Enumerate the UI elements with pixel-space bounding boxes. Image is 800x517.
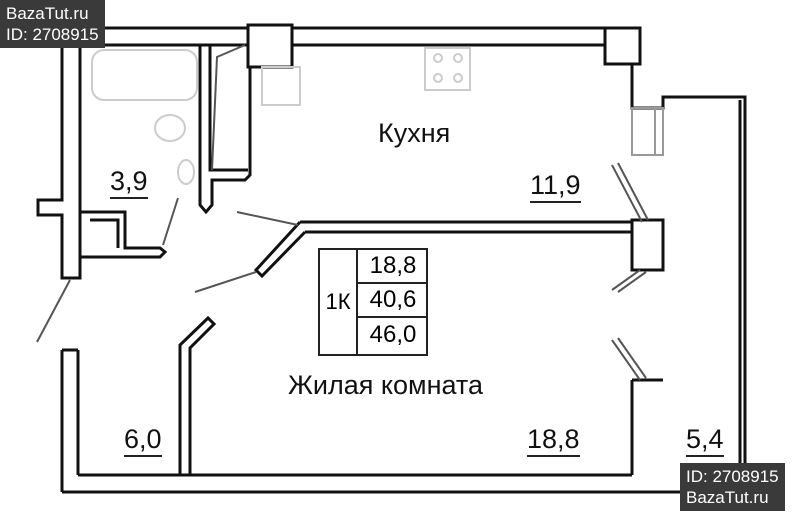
- kitchen-niche-wall: [208, 45, 248, 172]
- stove: [424, 47, 471, 91]
- column: [630, 218, 665, 272]
- top-wall: [62, 26, 610, 47]
- hall-area: 6,0: [124, 426, 162, 457]
- living-room-label: Жилая комната: [288, 370, 484, 400]
- bathroom-lower-wall: [80, 210, 168, 259]
- balcony-door: [611, 162, 649, 381]
- door-swing: [36, 44, 299, 343]
- bathroom-area: 3,9: [110, 168, 148, 199]
- column: [603, 26, 642, 66]
- usable-area-value: 40,6: [358, 284, 428, 318]
- watermark-bottom: ID: 2708915 BazaTut.ru: [680, 463, 785, 511]
- window: [631, 107, 664, 156]
- total-area-value: 46,0: [369, 321, 417, 348]
- living-room-area: 18,8: [527, 426, 580, 457]
- balcony-area: 5,4: [686, 426, 724, 457]
- toilet: [154, 114, 186, 142]
- bathroom-wall: [198, 45, 252, 215]
- watermark-site: BazaTut.ru: [6, 4, 89, 23]
- living-area-value: 18,8: [358, 250, 428, 284]
- kitchen-area: 11,9: [530, 172, 581, 203]
- kitchen-label: Кухня: [378, 118, 451, 148]
- watermark-id: ID: 2708915: [686, 467, 779, 486]
- right-wall: [630, 64, 747, 490]
- left-wall: [36, 28, 82, 280]
- watermark-site: BazaTut.ru: [686, 488, 769, 507]
- watermark-id: ID: 2708915: [6, 25, 99, 44]
- partition-wall: [300, 220, 632, 234]
- living-partition: [178, 315, 217, 475]
- sink: [177, 159, 195, 185]
- bottom-wall: [60, 348, 745, 494]
- fixtures: [91, 47, 664, 185]
- kitchen-sink: [261, 66, 301, 106]
- area-summary-table: 1К 18,8 40,6 46,0: [318, 248, 428, 356]
- watermark-top: BazaTut.ru ID: 2708915: [0, 0, 105, 48]
- column: [246, 23, 294, 69]
- apartment-type: 1К: [320, 250, 358, 354]
- bathtub: [91, 49, 198, 101]
